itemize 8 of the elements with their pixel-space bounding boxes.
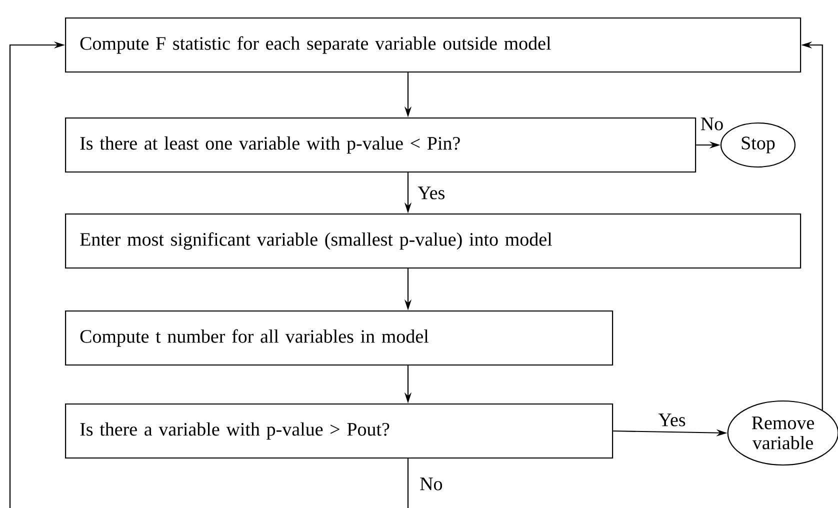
edge-label: No [418,476,444,492]
decision-box: Is there at least one variable with p-value < Pin? [65,117,696,173]
decision-box: Is there a variable with p-value > Pout? [65,403,614,459]
edge-label: Yes [657,412,687,428]
process-box: Compute t number for all variables in model [65,310,614,366]
edge-label: Yes [416,186,446,200]
process-box: Compute F statistic for each separate variable outside model [65,17,802,73]
process-box: Enter most significant variable (smallest p-value) into model [65,213,802,269]
